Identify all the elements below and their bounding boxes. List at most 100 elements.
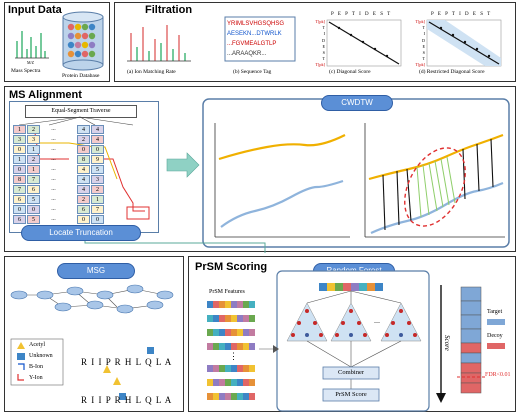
feature-cell [213, 379, 219, 386]
matrix-d-rows: T[pk] T I D E S T T[pk] [411, 19, 425, 69]
feature-cell [231, 329, 237, 336]
grid-cell: ... [51, 196, 56, 202]
feature-cell [231, 365, 237, 372]
ms-alignment-title: MS Alignment [9, 89, 82, 101]
feature-cell [225, 315, 231, 322]
row-label: D [321, 37, 325, 43]
feature-cell [243, 301, 249, 308]
protein-database-label: Protein Database [62, 73, 100, 79]
msg-graph [10, 284, 174, 400]
msg-panel: MSG Acetyl Unknown B-Ion Y-Ion R I I P R… [4, 256, 184, 412]
grid-cell: 1 [27, 165, 40, 174]
grid-cell: 5 [27, 215, 40, 224]
row-label: I [323, 31, 325, 37]
grid-cell: 2 [77, 135, 90, 144]
grid-cell: 8 [13, 175, 26, 184]
feature-cell [213, 315, 219, 322]
grid-cell: ... [51, 216, 56, 222]
grid-cell: ... [51, 126, 56, 132]
filtration-graphic [127, 16, 502, 67]
grid-cell: 1 [91, 195, 104, 204]
feature-cell [213, 329, 219, 336]
tag-line-4: ...ARAAQKR... [227, 51, 267, 57]
grid-cell: 0 [77, 215, 90, 224]
grid-cell: ... [51, 136, 56, 142]
row-label: T[pk] [315, 19, 325, 24]
feature-cell [231, 379, 237, 386]
grid-cell: 0 [13, 205, 26, 214]
grid-cell: 6 [13, 195, 26, 204]
row-label: T[pk] [315, 62, 325, 68]
mz-axis-label: M/Z [27, 60, 35, 65]
feature-cell [243, 379, 249, 386]
feature-cell [219, 379, 225, 386]
feature-cell [207, 379, 213, 386]
grid-cell: 1 [13, 125, 26, 134]
grid-cell: 4 [77, 125, 90, 134]
feature-cell [225, 343, 231, 350]
grid-cell: 2 [91, 185, 104, 194]
grid-cell: ... [51, 186, 56, 192]
grid-cell: 4 [77, 165, 90, 174]
grid-cell: 3 [13, 135, 26, 144]
locate-truncation-label: Locate Truncation [21, 225, 141, 241]
row-label: T [322, 56, 325, 62]
feature-cell [219, 301, 225, 308]
feature-cell [249, 365, 255, 372]
grid-cell: ... [51, 166, 56, 172]
feature-cell [225, 365, 231, 372]
feature-cell [231, 301, 237, 308]
feature-cell [243, 329, 249, 336]
row-label: S [322, 50, 325, 56]
filtration-panel: Filtration YRIMLSVHGSQHSG AESEKN...DTWRL… [114, 2, 516, 82]
feature-cell [237, 343, 243, 350]
grid-cell: 2 [27, 125, 40, 134]
feature-cell [213, 343, 219, 350]
grid-cell: 8 [77, 155, 90, 164]
feature-cell [213, 365, 219, 372]
feature-cell [225, 393, 231, 400]
grid-cell: 6 [27, 185, 40, 194]
grid-cell: 4 [91, 135, 104, 144]
grid-cell: 7 [27, 175, 40, 184]
grid-cell: 9 [91, 155, 104, 164]
feature-cell [249, 379, 255, 386]
caption-ion-matching: (a) Ion Matching Rate [127, 69, 176, 75]
caption-restricted-diagonal: (d) Restricted Diagonal Score [419, 69, 485, 75]
grid-cell: 4 [77, 185, 90, 194]
grid-cell: 0 [27, 205, 40, 214]
target-label: Target [487, 309, 503, 315]
legend-y-ion: Y-Ion [29, 375, 43, 381]
row-label: D [421, 37, 425, 43]
feature-cell [237, 329, 243, 336]
row-label: E [322, 43, 325, 49]
decoy-label: Decoy [487, 333, 503, 339]
grid-cell: 2 [27, 155, 40, 164]
row-label: T [422, 56, 425, 62]
feature-cell [231, 315, 237, 322]
ms-alignment-panel: MS Alignment Equal-Segment Traverse [4, 86, 516, 253]
feature-cell [219, 393, 225, 400]
legend-unknown: Unknown [29, 353, 53, 359]
filtration-title: Filtration [145, 4, 193, 16]
feature-cell [225, 379, 231, 386]
fdr-label: FDR<0.01 [485, 372, 511, 378]
sequence-tag-text: YRIMLSVHGSQHSG AESEKN...DTWRLK ...FGVMEA… [227, 19, 284, 59]
feature-cell [249, 343, 255, 350]
feature-cell [243, 393, 249, 400]
msg-label: MSG [57, 263, 135, 279]
row-label: T[pk] [415, 62, 425, 68]
svg-text:...: ... [374, 316, 380, 325]
feature-cell [243, 365, 249, 372]
grid-cell: ... [51, 156, 56, 162]
legend-b-ion: B-Ion [29, 364, 43, 370]
feature-cell [219, 343, 225, 350]
grid-cell: 5 [91, 165, 104, 174]
feature-cell [207, 343, 213, 350]
grid-cell: 4 [91, 125, 104, 134]
feature-cell [219, 365, 225, 372]
prsm-graphic: ⋮ ... [207, 270, 505, 412]
feature-cell [213, 301, 219, 308]
tag-line-2: AESEKN...DTWRLK [227, 31, 282, 37]
feature-cell [243, 343, 249, 350]
